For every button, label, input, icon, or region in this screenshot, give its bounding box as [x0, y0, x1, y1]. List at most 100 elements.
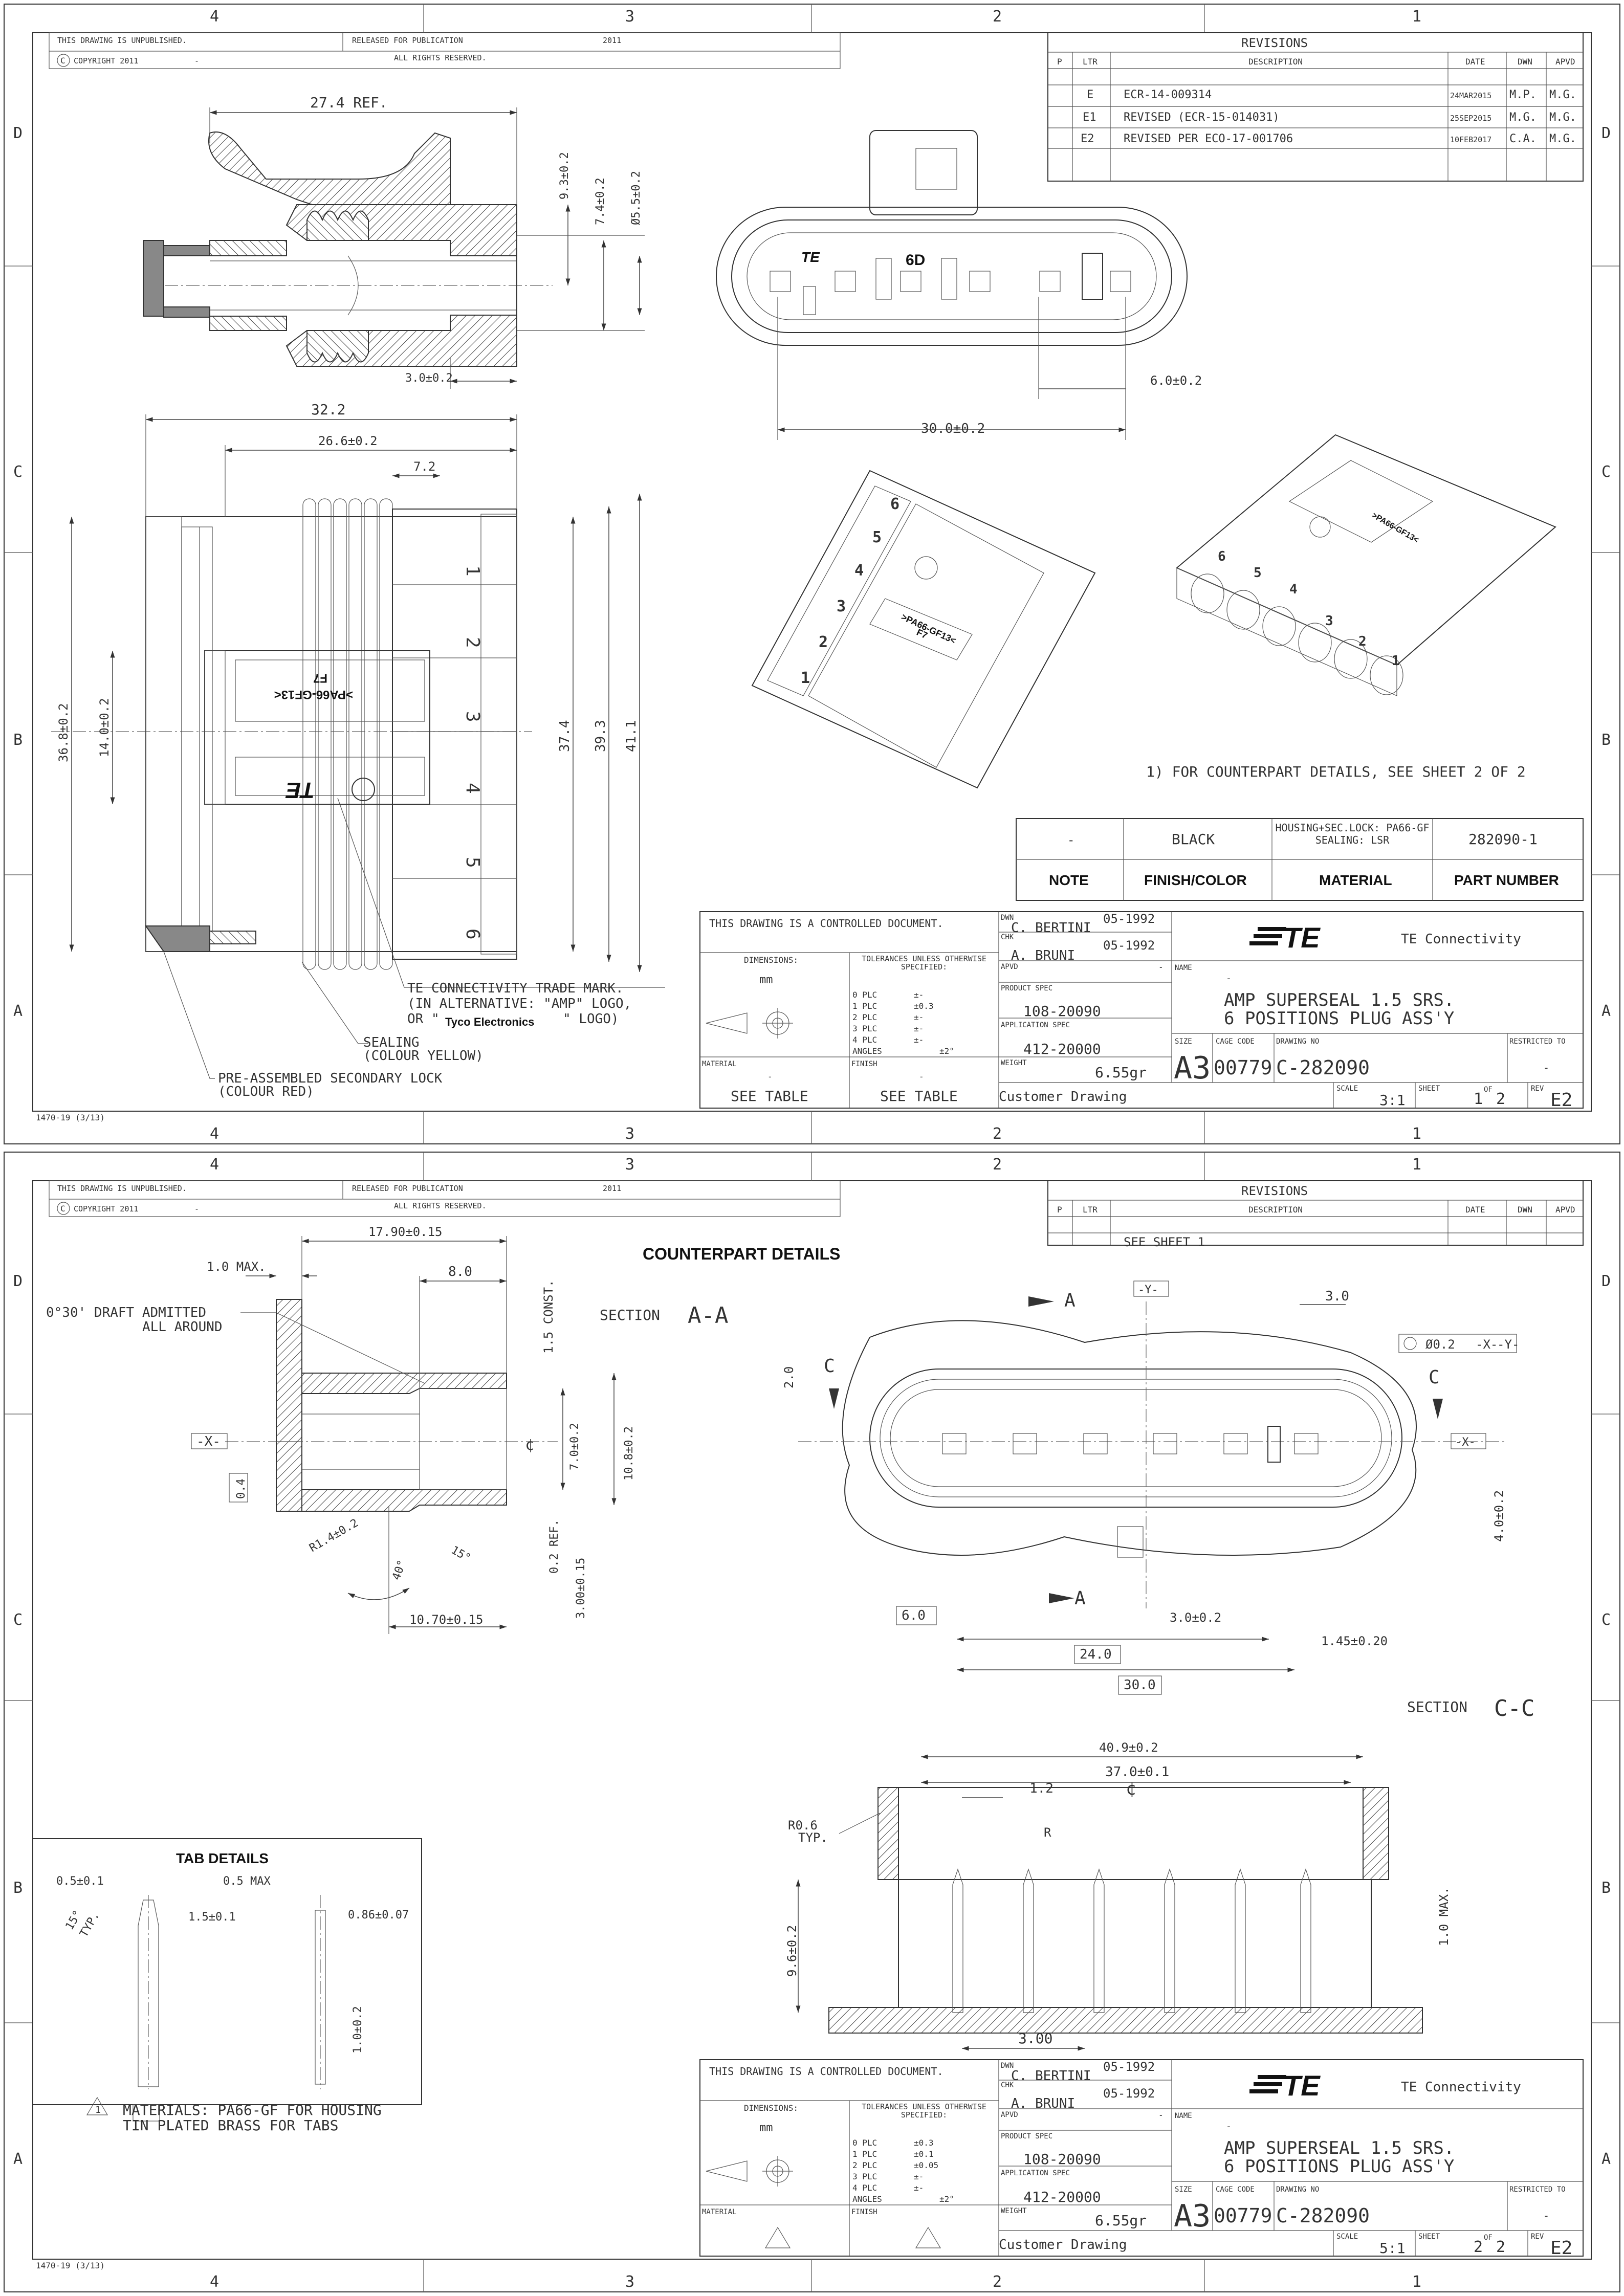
tab-details-box: TAB DETAILS 0.5±0.1 0.5 MAX 1.5±0.1 0.86…: [32, 1838, 422, 2122]
svg-text:REV: REV: [1531, 2233, 1544, 2241]
svg-text:C: C: [60, 1204, 65, 1213]
svg-text:A. BRUNI: A. BRUNI: [1011, 948, 1075, 963]
svg-text:1.0 MAX.: 1.0 MAX.: [1437, 1887, 1451, 1946]
svg-text:COPYRIGHT 2011: COPYRIGHT 2011: [74, 1204, 138, 1213]
callout-sealing: SEALING: [363, 1035, 420, 1050]
svg-text:ANGLES: ANGLES: [852, 1046, 882, 1056]
housing-code: F7: [313, 671, 327, 685]
svg-text:-: -: [1543, 1062, 1549, 1074]
svg-text:2: 2: [819, 633, 828, 651]
svg-text:A: A: [13, 2150, 23, 2168]
zone-bottom-4: 4: [210, 1125, 219, 1143]
svg-text:1 PLC: 1 PLC: [852, 2149, 877, 2159]
svg-text:2: 2: [462, 637, 483, 648]
svg-text:0.86±0.07: 0.86±0.07: [348, 1909, 409, 1922]
section-aa-label: A-A: [688, 1302, 728, 1329]
svg-text:¢: ¢: [525, 1436, 534, 1454]
svg-text:>PA66-GF13<: >PA66-GF13<: [1370, 511, 1420, 545]
svg-text:6 POSITIONS PLUG ASS'Y: 6 POSITIONS PLUG ASS'Y: [1224, 2156, 1454, 2177]
svg-text:15°: 15°: [449, 1544, 473, 1565]
counterpart-heading: COUNTERPART DETAILS: [643, 1245, 840, 1263]
svg-text:OR ": OR ": [407, 1011, 440, 1027]
svg-text:AMP SUPERSEAL 1.5 SRS.: AMP SUPERSEAL 1.5 SRS.: [1224, 2138, 1454, 2158]
zone-bottom-2: 2: [993, 1125, 1002, 1143]
svg-text:ANGLES: ANGLES: [852, 2194, 882, 2204]
svg-text:M.G.: M.G.: [1509, 111, 1537, 124]
svg-text:7.0±0.2: 7.0±0.2: [568, 1423, 581, 1470]
svg-text:2: 2: [1496, 2238, 1505, 2256]
drawing-number: C-282090: [1276, 1056, 1370, 1079]
callout-trademark: TE CONNECTIVITY TRADE MARK.: [407, 981, 624, 996]
pin-numbers: 1 2 3 4 5 6: [462, 565, 483, 940]
zone-top-4: 4: [210, 8, 219, 26]
dim-7-4: 7.4±0.2: [594, 178, 607, 225]
svg-text:A: A: [1074, 1588, 1086, 1609]
front-dim-6-0: 6.0±0.2: [1150, 373, 1202, 388]
dim-9-3: 9.3±0.2: [558, 152, 571, 200]
svg-text:SHEET: SHEET: [1418, 2233, 1440, 2241]
svg-text:0.2 REF.: 0.2 REF.: [548, 1519, 561, 1574]
svg-text:±0.3: ±0.3: [914, 1001, 934, 1011]
svg-text:1: 1: [95, 2105, 101, 2115]
svg-text:P: P: [1057, 1205, 1062, 1215]
materials-note: 1 MATERIALS: PA66-GF FOR HOUSING TIN PLA…: [86, 2096, 382, 2134]
svg-text:6: 6: [462, 929, 483, 940]
svg-text:D: D: [13, 1272, 23, 1290]
iso-view-1: 6 5 4 3 2 1 >PA66-GF13< F7: [751, 470, 1096, 789]
svg-text:6: 6: [1218, 549, 1226, 564]
svg-text:±0.1: ±0.1: [914, 2149, 934, 2159]
svg-text:C: C: [824, 1356, 835, 1377]
svg-text:SCALE: SCALE: [1336, 2233, 1358, 2241]
svg-text:4 PLC: 4 PLC: [852, 1035, 877, 1045]
revisions-table: REVISIONS P LTR DESCRIPTION DATE DWN APV…: [1047, 32, 1584, 182]
svg-text:±-: ±-: [914, 1024, 924, 1033]
svg-text:DRAWING NO: DRAWING NO: [1276, 2185, 1319, 2194]
svg-text:4: 4: [210, 1156, 219, 1174]
dim-dia-5-5: Ø5.5±0.2: [630, 171, 643, 225]
svg-text:-X-: -X-: [1476, 1337, 1498, 1352]
svg-text:FINISH: FINISH: [851, 1060, 877, 1068]
svg-text:ALL AROUND: ALL AROUND: [142, 1319, 223, 1335]
svg-text:1.5 CONST.: 1.5 CONST.: [541, 1280, 556, 1354]
svg-text:¢: ¢: [1126, 1779, 1136, 1799]
svg-text:FINISH: FINISH: [851, 2208, 877, 2216]
title-block: THIS DRAWING IS A CONTROLLED DOCUMENT. D…: [699, 911, 1584, 1111]
outer-frame: [4, 4, 1620, 1144]
svg-text:412-20000: 412-20000: [1023, 2189, 1101, 2205]
svg-text:3 PLC: 3 PLC: [852, 2172, 877, 2181]
svg-text:3 PLC: 3 PLC: [852, 1024, 877, 1033]
svg-text:PRODUCT SPEC: PRODUCT SPEC: [1001, 984, 1052, 992]
company-name: TE Connectivity: [1401, 932, 1521, 947]
svg-text:ALL RIGHTS RESERVED.: ALL RIGHTS RESERVED.: [394, 1201, 487, 1210]
unpublished-text: THIS DRAWING IS UNPUBLISHED.: [57, 36, 187, 45]
svg-text:5:1: 5:1: [1379, 2240, 1406, 2257]
svg-text:TE: TE: [1283, 2069, 1321, 2102]
svg-text:1.45±0.20: 1.45±0.20: [1321, 1634, 1388, 1648]
svg-text:THIS DRAWING IS A CONTROLLED D: THIS DRAWING IS A CONTROLLED DOCUMENT.: [709, 2065, 943, 2078]
svg-text:(COLOUR YELLOW): (COLOUR YELLOW): [363, 1048, 484, 1064]
title-line-2: 6 POSITIONS PLUG ASS'Y: [1224, 1008, 1454, 1029]
te-logo-mark: TE: [285, 778, 315, 803]
svg-text:-: -: [194, 1204, 199, 1213]
iso-view-2: 6 5 4 3 2 1 >PA66-GF13<: [1176, 434, 1556, 696]
svg-text:-X-: -X-: [1455, 1436, 1476, 1449]
svg-text:LTR: LTR: [1083, 57, 1098, 67]
form-number: 1470-19 (3/13): [36, 1113, 105, 1122]
svg-text:R: R: [1044, 1825, 1051, 1840]
side-section-view: 27.4 REF. 9.3±0.2 7.4±0.2 Ø5.5±0.2 3.0±0…: [143, 94, 645, 389]
svg-text:108-20090: 108-20090: [1023, 1003, 1101, 1020]
svg-text:A: A: [1601, 2150, 1611, 2168]
svg-text:Customer Drawing: Customer Drawing: [999, 1089, 1127, 1105]
zone-left-c: C: [13, 463, 23, 481]
svg-text:DRAWING NO: DRAWING NO: [1276, 1037, 1319, 1046]
revision-row: SEE SHEET 1: [1124, 1235, 1205, 1249]
tab-details-title: TAB DETAILS: [176, 1850, 269, 1866]
svg-text:17.90±0.15: 17.90±0.15: [368, 1225, 443, 1239]
svg-text:THIS DRAWING IS UNPUBLISHED.: THIS DRAWING IS UNPUBLISHED.: [57, 1184, 187, 1193]
svg-text:1: 1: [1412, 1156, 1421, 1174]
section-cc-label: C-C: [1494, 1695, 1534, 1721]
svg-text:Customer Drawing: Customer Drawing: [999, 2237, 1127, 2253]
revision-row: E1 REVISED (ECR-15-014031) 25SEP2015 M.G…: [1083, 111, 1576, 124]
zone-top-3: 3: [625, 8, 634, 26]
svg-text:6: 6: [890, 495, 899, 513]
